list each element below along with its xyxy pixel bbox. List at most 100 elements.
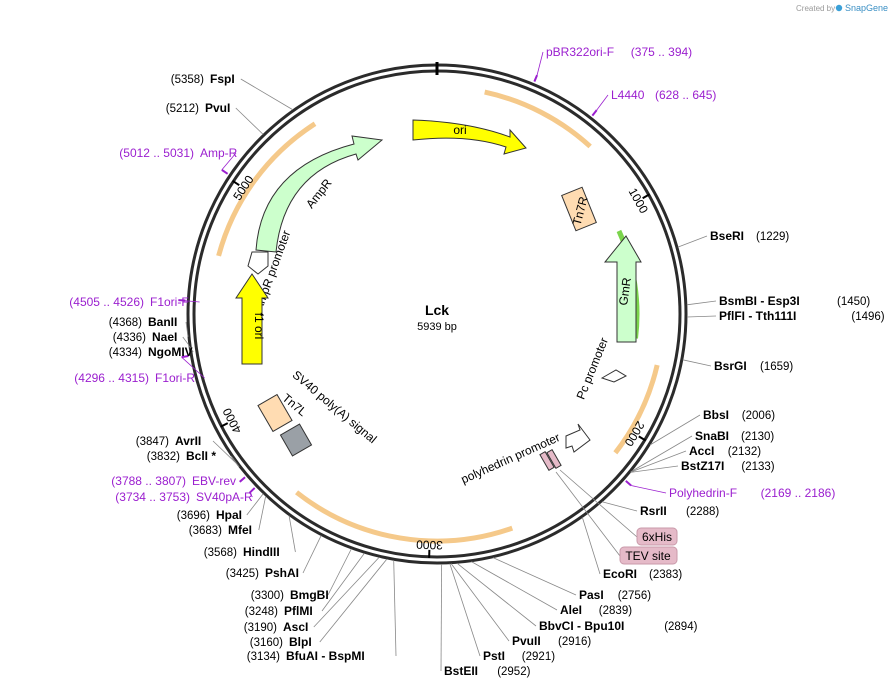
feature-his-tev[interactable] <box>539 449 562 471</box>
site-name: BseRI <box>710 229 744 243</box>
site-name: NaeI <box>152 330 177 344</box>
leader-line <box>630 450 687 473</box>
site-name: BbsI <box>703 408 729 422</box>
site-label[interactable]: (4368)BanII <box>109 315 178 329</box>
site-label[interactable]: RsrII (2288) <box>640 504 719 518</box>
plasmid-name: Lck <box>425 302 449 318</box>
site-position: (3425) <box>226 568 259 580</box>
site-label[interactable]: BbvCI - Bpu10I(2894) <box>539 619 698 633</box>
primer-name: F1ori-R <box>155 371 195 385</box>
feature-gmr[interactable]: GmR <box>603 235 642 343</box>
site-label[interactable]: AccI(2132) <box>689 444 761 458</box>
site-position: (2921) <box>522 651 555 663</box>
brand-text: SnapGene <box>845 3 888 13</box>
primer-label[interactable]: EBV-rev (3788 .. 3807) <box>111 474 236 488</box>
f1-ori-label: f1 ori <box>252 313 266 340</box>
site-name: BanII <box>148 315 177 329</box>
primer-label[interactable]: Polyhedrin-F(2169 .. 2186) <box>669 486 835 500</box>
leader-line <box>492 557 577 596</box>
site-position: (3190) <box>244 622 277 634</box>
site-name: BfuAI - BspMI <box>286 649 365 663</box>
site-name: EcoRI <box>603 567 637 581</box>
tev-site-leader <box>555 471 621 557</box>
primer-leader <box>630 485 667 494</box>
site-position: (2839) <box>599 605 632 617</box>
site-position: (1659) <box>760 361 793 373</box>
leader-line <box>302 535 322 574</box>
primer-label[interactable]: pBR322ori-F(375 .. 394) <box>546 45 692 59</box>
primer-range: (4296 .. 4315) <box>74 371 149 385</box>
site-label[interactable]: (4334)NgoMIV <box>109 345 193 359</box>
feature-ori[interactable]: ori <box>412 119 527 155</box>
site-label[interactable]: (4336)NaeI <box>113 330 178 344</box>
site-position: (3832) <box>147 451 180 463</box>
site-position: (5358) <box>171 74 204 86</box>
feature-sv40-polya[interactable]: SV40 poly(A) signal Tn7L <box>257 368 379 457</box>
site-position: (3847) <box>136 436 169 448</box>
feature-tn7r[interactable]: Tn7R <box>561 186 597 232</box>
leader-line <box>235 107 264 135</box>
primer-range: (3788 .. 3807) <box>111 474 186 488</box>
site-label[interactable]: PasI(2756) <box>579 588 651 602</box>
primer-label[interactable]: Amp-R(5012 .. 5031) <box>119 146 237 160</box>
site-label[interactable]: (5212)PvuI <box>166 101 231 115</box>
site-label[interactable]: (3190)AscI <box>244 620 309 634</box>
site-label[interactable]: BstZ17I(2133) <box>681 459 775 473</box>
primer-label[interactable]: F1ori-F(4505 .. 4526) <box>69 295 188 309</box>
leader-line <box>321 552 365 612</box>
feature-f1-ori[interactable]: f1 ori <box>235 273 269 365</box>
leader-line <box>185 321 189 337</box>
his-tag-label: 6xHis <box>642 530 672 544</box>
site-position: (2916) <box>558 636 591 648</box>
tev-site-label: TEV site <box>625 549 671 563</box>
site-label[interactable]: BstEII(2952) <box>444 664 531 678</box>
leader-line <box>686 315 717 318</box>
tick-mark <box>638 435 647 442</box>
site-label[interactable]: PvuII(2916) <box>512 634 591 648</box>
primer-leader <box>181 356 205 379</box>
site-label[interactable]: (3847)AvrII <box>136 434 201 448</box>
site-label[interactable]: (3683)MfeI <box>189 523 252 537</box>
site-label[interactable]: PstI(2921) <box>483 649 555 663</box>
site-label[interactable]: SnaBI(2130) <box>695 429 774 443</box>
site-label[interactable]: (3568)HindIII <box>204 545 280 559</box>
site-label[interactable]: (3696)HpaI <box>177 508 242 522</box>
site-label[interactable]: (3832)BclI * <box>147 449 217 463</box>
primer-range: (2169 .. 2186) <box>761 486 836 500</box>
site-label[interactable]: BsrGI (1659) <box>714 359 793 373</box>
feature-pc-promoter[interactable]: Pc promoter <box>574 336 628 402</box>
his-tag-box[interactable]: 6xHis <box>636 527 678 546</box>
primer-mark <box>533 74 539 82</box>
site-name: AleI <box>560 603 582 617</box>
primer-label[interactable]: L4440(628 .. 645) <box>611 88 716 102</box>
primer-range: (375 .. 394) <box>631 45 692 59</box>
site-position: (3568) <box>204 547 237 559</box>
site-label[interactable]: PflFI - Tth111I(1496) <box>719 309 885 323</box>
site-label[interactable]: (3134)BfuAI - BspMI <box>247 649 365 663</box>
primer-label[interactable]: F1ori-R (4296 .. 4315) <box>74 371 195 385</box>
site-name: RsrII <box>640 504 667 518</box>
primer-name: SV40pA-R <box>196 490 253 504</box>
site-name: SnaBI <box>695 429 729 443</box>
primer-name: EBV-rev <box>192 474 236 488</box>
pc-promoter-label: Pc promoter <box>574 336 611 402</box>
site-label[interactable]: BseRI(1229) <box>710 229 789 243</box>
primer-leader <box>249 492 253 498</box>
site-label[interactable]: AleI (2839) <box>560 603 632 617</box>
site-label[interactable]: BsmBI - Esp3I(1450) <box>719 294 870 308</box>
site-label[interactable]: (3425)PshAI <box>226 566 299 580</box>
site-name: BstEII <box>444 664 478 678</box>
feature-polyhedrin-promoter[interactable]: polyhedrin promoter <box>459 423 591 486</box>
tev-site-box[interactable]: TEV site <box>619 546 678 565</box>
primer-label[interactable]: SV40pA-R(3734 .. 3753) <box>115 490 253 504</box>
site-label[interactable]: (3248)PflMI <box>245 604 313 618</box>
site-name: BsrGI <box>714 359 747 373</box>
primer-name: F1ori-F <box>150 295 189 309</box>
tick-label: 5000 <box>230 173 256 203</box>
site-label[interactable]: (3300)BmgBI <box>251 588 329 602</box>
site-label[interactable]: (3160)BlpI <box>250 635 312 649</box>
site-label[interactable]: BbsI(2006) <box>703 408 775 422</box>
site-label[interactable]: EcoRI(2383) <box>603 567 682 581</box>
site-label[interactable]: (5358)FspI <box>171 72 235 86</box>
site-position: (2288) <box>686 506 719 518</box>
